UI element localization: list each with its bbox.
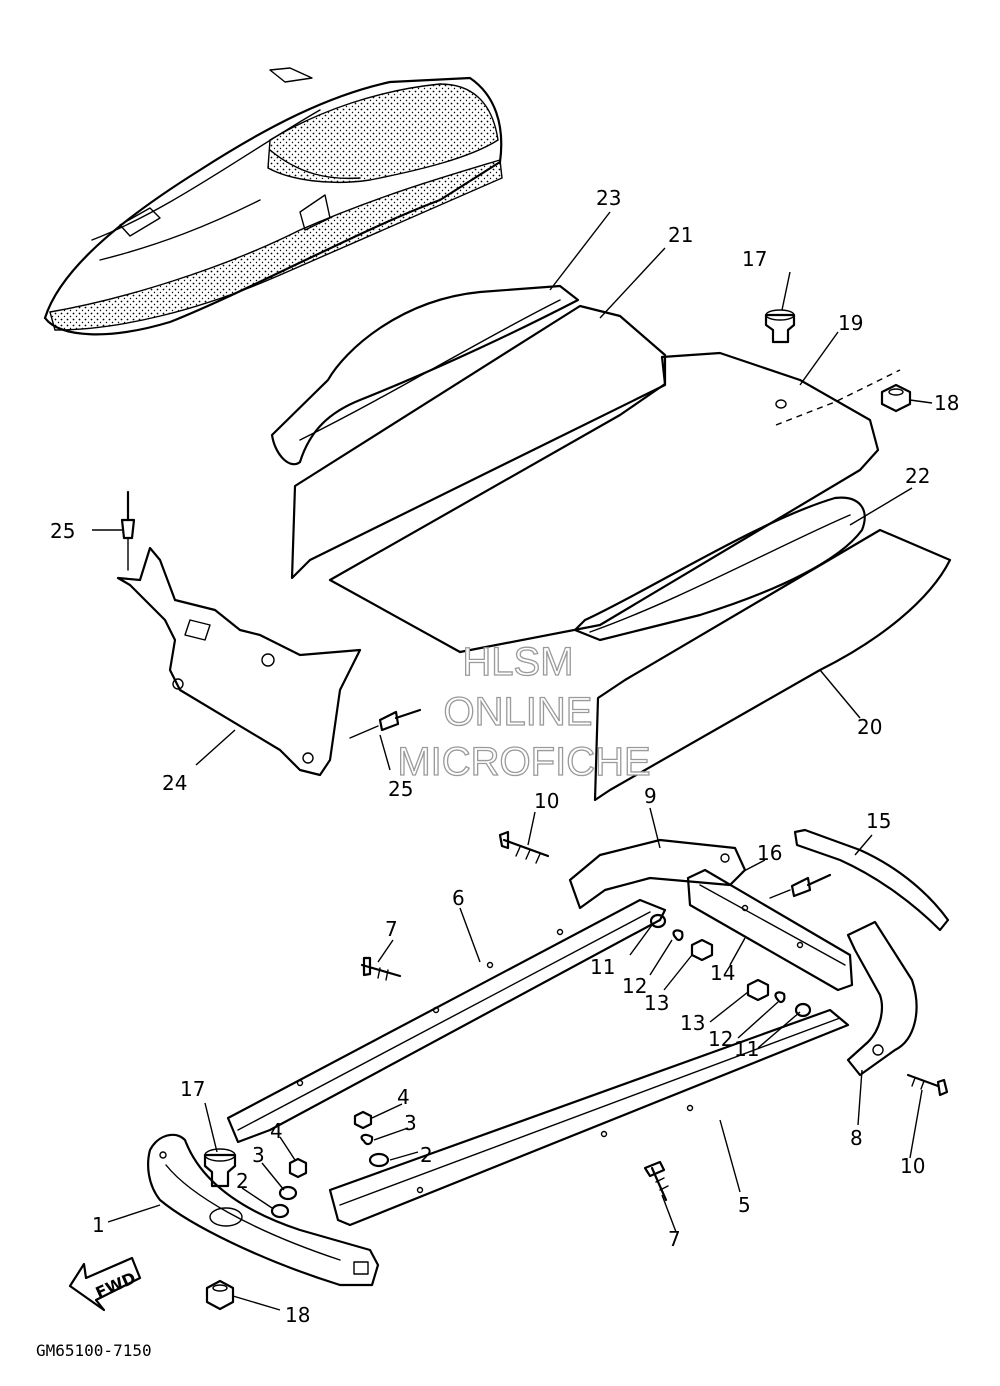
watermark: HLSM ONLINE MICROFICHE bbox=[397, 639, 652, 784]
label-part-25-upper: 25 bbox=[50, 519, 75, 543]
label-part-13-lower: 13 bbox=[680, 1011, 705, 1035]
part-6-rail bbox=[226, 898, 667, 1144]
part-7-bolt-upper bbox=[360, 956, 402, 981]
part-13-nut-lower bbox=[746, 978, 770, 1002]
part-14-rail bbox=[686, 868, 854, 992]
label-part-1: 1 bbox=[92, 1213, 105, 1237]
watermark-line-3: MICROFICHE bbox=[397, 740, 650, 784]
label-part-12-upper: 12 bbox=[622, 974, 647, 998]
part-24-bracket bbox=[116, 546, 362, 777]
part-12-lockwasher-lower bbox=[774, 991, 786, 1004]
label-part-11-upper: 11 bbox=[590, 955, 615, 979]
drawing-code: GM65100-7150 bbox=[36, 1341, 152, 1360]
part-13-nut-upper bbox=[690, 938, 714, 962]
part-7-bolt-lower bbox=[643, 1160, 669, 1202]
label-part-21: 21 bbox=[668, 223, 693, 247]
part-3-washer-left bbox=[278, 1185, 298, 1201]
part-18-nut-upper bbox=[880, 383, 912, 413]
part-4-nut-left bbox=[288, 1157, 308, 1179]
fwd-arrow-icon: FWD bbox=[68, 1256, 142, 1312]
label-part-3-left: 3 bbox=[252, 1143, 265, 1167]
label-part-2-right: 2 bbox=[420, 1143, 433, 1167]
part-9-bracket bbox=[568, 838, 747, 910]
label-part-10-lower: 10 bbox=[900, 1154, 925, 1178]
label-part-14: 14 bbox=[710, 961, 735, 985]
part-17-grommet-lower bbox=[203, 1148, 237, 1188]
label-part-17-upper: 17 bbox=[742, 247, 767, 271]
fwd-label: FWD bbox=[93, 1268, 139, 1302]
label-part-7-upper: 7 bbox=[385, 917, 398, 941]
label-part-6: 6 bbox=[452, 886, 465, 910]
label-part-17-lower: 17 bbox=[180, 1077, 205, 1101]
label-part-22: 22 bbox=[905, 464, 930, 488]
part-15-strip bbox=[793, 828, 950, 932]
label-part-19: 19 bbox=[838, 311, 863, 335]
part-8-brace bbox=[846, 920, 918, 1077]
label-part-4-left: 4 bbox=[270, 1119, 283, 1143]
part-21-mat bbox=[290, 304, 667, 580]
label-part-23: 23 bbox=[596, 186, 621, 210]
leader-lines bbox=[92, 211, 933, 1311]
label-part-18-lower: 18 bbox=[285, 1303, 310, 1327]
part-labels: 23 21 17 19 18 22 25 20 24 25 10 9 15 16… bbox=[50, 186, 959, 1327]
label-part-3-right: 3 bbox=[404, 1111, 417, 1135]
watermark-line-1: HLSM bbox=[462, 640, 573, 684]
label-part-15: 15 bbox=[866, 809, 891, 833]
part-1-front-bumper bbox=[147, 1133, 380, 1287]
label-part-13-upper: 13 bbox=[644, 991, 669, 1015]
part-10-bolt-lower bbox=[906, 1073, 949, 1097]
part-2-washer-left bbox=[270, 1203, 290, 1219]
label-part-7-lower: 7 bbox=[668, 1227, 681, 1251]
part-19-mat bbox=[328, 351, 880, 654]
part-22-mat bbox=[573, 496, 866, 642]
part-17-grommet-upper bbox=[764, 309, 796, 344]
label-part-24: 24 bbox=[162, 771, 187, 795]
label-part-16: 16 bbox=[757, 841, 782, 865]
part-10-bolt-upper bbox=[498, 830, 550, 864]
watercraft-overview bbox=[43, 67, 503, 336]
label-part-25-lower: 25 bbox=[388, 777, 413, 801]
part-5-rail bbox=[328, 1008, 850, 1227]
part-16-rivet bbox=[769, 873, 832, 899]
part-4-nut-right bbox=[353, 1110, 373, 1130]
part-3-lockwasher-right bbox=[360, 1133, 374, 1146]
part-23-mat bbox=[270, 284, 580, 466]
part-11-washer-upper bbox=[649, 913, 667, 929]
label-part-8: 8 bbox=[850, 1126, 863, 1150]
label-part-11-lower: 11 bbox=[734, 1037, 759, 1061]
part-2-washer-right bbox=[368, 1152, 390, 1168]
label-part-10-upper: 10 bbox=[534, 789, 559, 813]
part-11-washer-lower bbox=[794, 1002, 812, 1018]
label-part-20: 20 bbox=[857, 715, 882, 739]
label-part-18-upper: 18 bbox=[934, 391, 959, 415]
label-part-5: 5 bbox=[738, 1193, 751, 1217]
label-part-12-lower: 12 bbox=[708, 1027, 733, 1051]
part-25-rivet-lower bbox=[349, 708, 422, 739]
label-part-2-left: 2 bbox=[236, 1169, 249, 1193]
part-18-nut-lower bbox=[205, 1279, 235, 1311]
label-part-4-right: 4 bbox=[397, 1085, 410, 1109]
part-25-rivet-upper bbox=[120, 490, 136, 571]
label-part-9: 9 bbox=[644, 784, 657, 808]
watermark-line-2: ONLINE bbox=[444, 690, 593, 734]
part-12-lockwasher-upper bbox=[672, 929, 684, 942]
